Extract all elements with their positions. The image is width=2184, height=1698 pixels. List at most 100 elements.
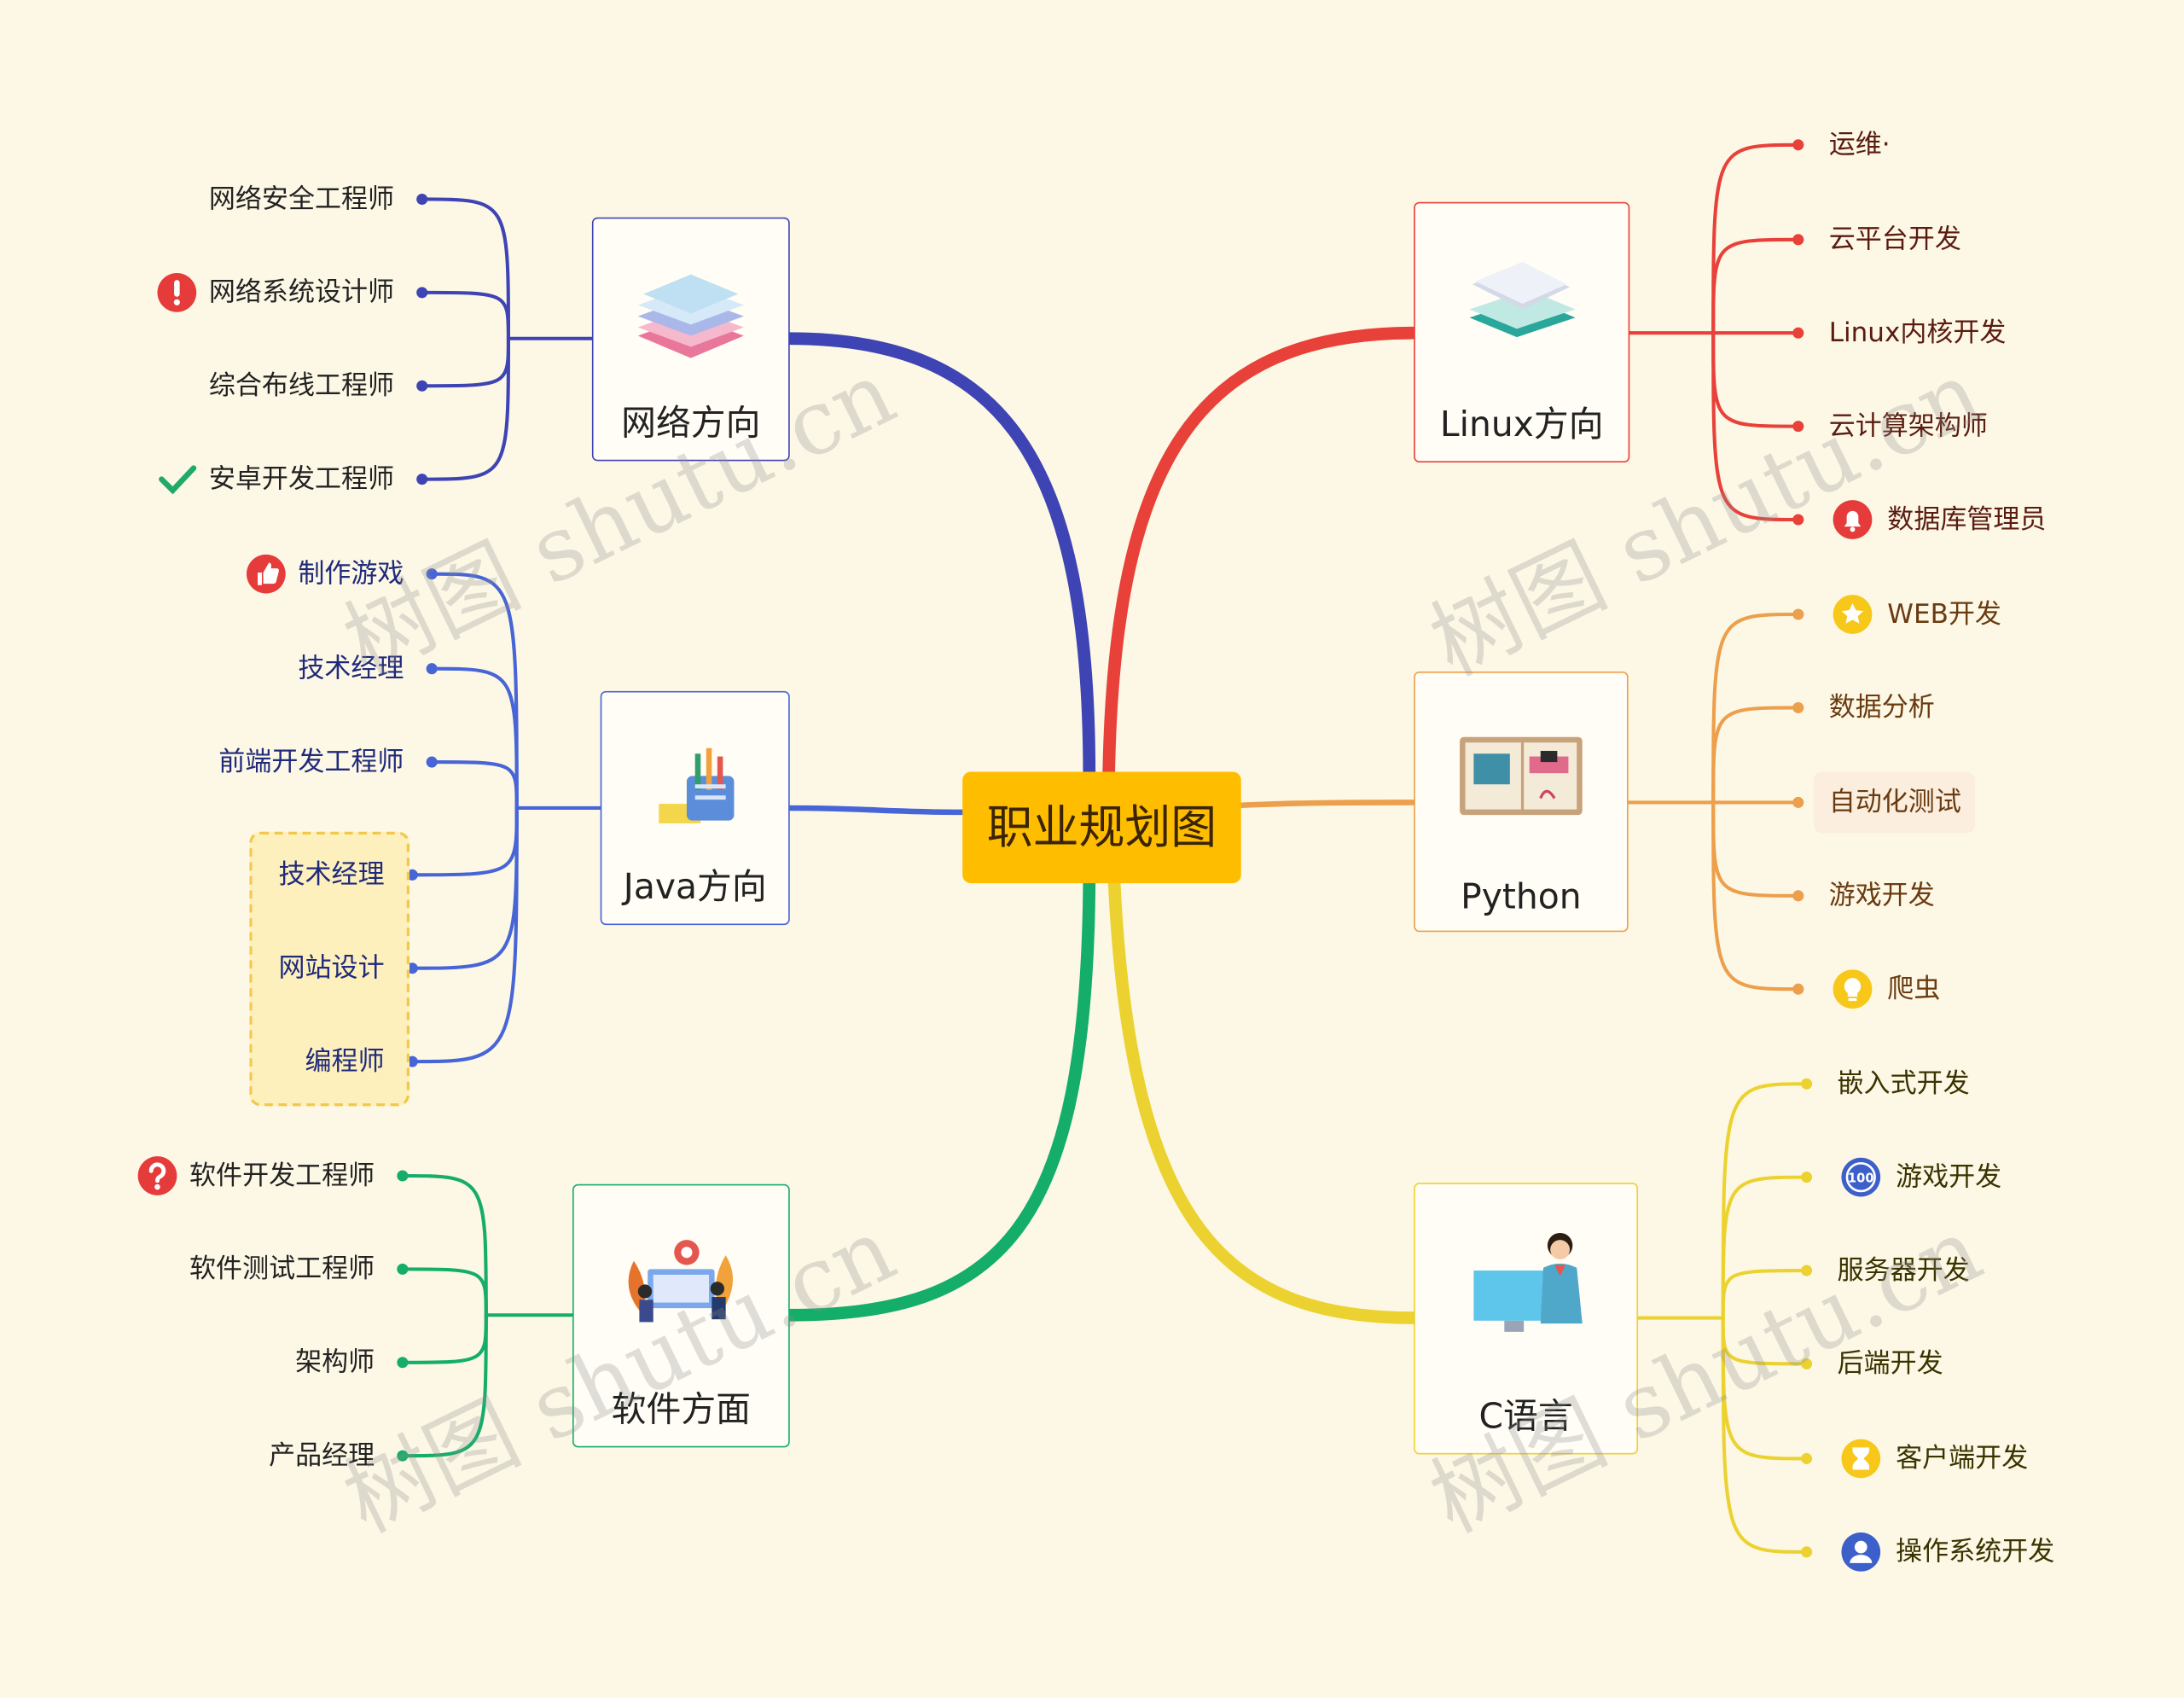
branch-label: 软件方面 (611, 1388, 752, 1430)
branch-connector-network (783, 332, 1096, 782)
leaf-c-1[interactable]: 游戏开发 (1896, 1161, 2002, 1193)
branch-software[interactable]: 软件方面 (572, 1183, 790, 1448)
bulb-icon (1833, 969, 1873, 1009)
branch-label: Python (1461, 875, 1582, 917)
leaf-linux-1[interactable]: 云平台开发 (1828, 224, 1961, 255)
leaf-dot (1801, 1452, 1813, 1464)
user-icon (1841, 1532, 1881, 1572)
leaf-connector-java (410, 805, 519, 877)
leaf-dot (1792, 608, 1804, 620)
badge-100-icon: 100 (1841, 1157, 1881, 1197)
leaf-c-3[interactable]: 后端开发 (1837, 1348, 1943, 1380)
leaf-connector-java (410, 805, 519, 1064)
branch-java[interactable]: Java方向 (600, 690, 790, 926)
leaf-dot (1792, 234, 1804, 246)
branch-python[interactable]: Python (1414, 671, 1629, 933)
branch-label: C语言 (1478, 1395, 1573, 1437)
leaf-c-5[interactable]: 操作系统开发 (1896, 1536, 2055, 1567)
leaf-dot (1792, 890, 1804, 902)
branch-network[interactable]: 网络方向 (591, 217, 790, 462)
leaf-software-1[interactable]: 软件测试工程师 (189, 1253, 375, 1285)
leaf-dot (1792, 139, 1804, 151)
leaf-connector-software (400, 1313, 488, 1458)
leaf-dot (1801, 1546, 1813, 1558)
leaf-dot (416, 380, 428, 392)
central-topic[interactable]: 职业规划图 (962, 771, 1241, 884)
leaf-c-0[interactable]: 嵌入式开发 (1837, 1068, 1970, 1100)
leaf-dot (1792, 514, 1804, 526)
desk-icon (1460, 736, 1583, 816)
leaf-connector-python (1711, 706, 1800, 805)
star-icon (1833, 595, 1873, 634)
leaf-java-2[interactable]: 前端开发工程师 (218, 747, 404, 778)
leaf-software-0[interactable]: 软件开发工程师 (189, 1160, 375, 1191)
stationery-icon (659, 747, 735, 823)
leaf-python-0[interactable]: WEB开发 (1887, 599, 2001, 630)
leaf-connector-c (1721, 1316, 1809, 1554)
leaf-linux-4[interactable]: 数据库管理员 (1887, 504, 2047, 535)
branch-linux[interactable]: Linux方向 (1414, 201, 1630, 463)
leaf-dot (426, 663, 438, 675)
leaf-highlight (1813, 771, 1976, 834)
leaf-connector-software (400, 1313, 488, 1364)
leaf-python-1[interactable]: 数据分析 (1828, 692, 1935, 724)
leaf-software-2[interactable]: 架构师 (295, 1346, 375, 1378)
leaf-dot (1801, 1358, 1813, 1369)
leaf-connector-network (420, 336, 510, 388)
leaf-connector-software (400, 1267, 488, 1317)
leaf-connector-software (400, 1173, 488, 1317)
branch-connector-software (783, 876, 1096, 1322)
leaf-python-3[interactable]: 游戏开发 (1828, 880, 1935, 911)
leaf-dot (416, 193, 428, 206)
leaf-connector-c (1721, 1268, 1809, 1320)
thumbs-up-icon (246, 554, 286, 594)
leaf-linux-2[interactable]: Linux内核开发 (1828, 317, 2007, 349)
leaf-software-3[interactable]: 产品经理 (269, 1440, 375, 1472)
leaf-connector-linux (1711, 237, 1800, 335)
branch-label: Linux方向 (1439, 404, 1604, 445)
leaf-network-2[interactable]: 综合布线工程师 (208, 370, 395, 402)
leaf-c-2[interactable]: 服务器开发 (1837, 1255, 1970, 1286)
leaf-dot (416, 474, 428, 486)
svg-text:100: 100 (1848, 1171, 1874, 1185)
leaf-connector-network (420, 290, 510, 340)
leaf-dot (1792, 327, 1804, 339)
bell-icon (1833, 500, 1873, 539)
leaf-dot (1792, 701, 1804, 713)
leaf-dot (1801, 1172, 1813, 1183)
leaf-network-1[interactable]: 网络系统设计师 (208, 276, 395, 308)
leaf-java-4[interactable]: 网站设计 (278, 952, 385, 984)
leaf-dot (426, 756, 438, 768)
leaf-dot (397, 1170, 409, 1182)
leaf-dot (426, 568, 438, 580)
leaf-python-2[interactable]: 自动化测试 (1828, 787, 1961, 818)
leaf-connector-java (430, 760, 519, 811)
leaf-connector-java (410, 805, 519, 970)
branch-connector-python (1238, 800, 1417, 808)
leaf-java-1[interactable]: 技术经理 (298, 653, 404, 684)
leaf-network-3[interactable]: 安卓开发工程师 (208, 463, 395, 495)
notebook-icon (1468, 261, 1575, 338)
leaf-dot (1801, 1265, 1813, 1276)
teacher-icon (1472, 1232, 1582, 1332)
central-topic-label: 职业规划图 (986, 800, 1217, 854)
leaf-linux-3[interactable]: 云计算架构师 (1828, 410, 1988, 442)
leaf-java-5[interactable]: 编程师 (305, 1046, 385, 1078)
leaf-java-0[interactable]: 制作游戏 (298, 558, 404, 590)
leaf-network-0[interactable]: 网络安全工程师 (208, 183, 395, 215)
leaf-java-3[interactable]: 技术经理 (278, 859, 385, 891)
leaf-connector-python (1711, 800, 1800, 991)
branch-label: Java方向 (623, 866, 767, 907)
leaf-connector-python (1711, 800, 1800, 898)
leaf-dot (416, 287, 428, 299)
branch-connector-java (787, 805, 966, 816)
branch-c[interactable]: C语言 (1414, 1183, 1639, 1455)
leaf-dot (397, 1263, 409, 1275)
check-icon (159, 465, 197, 495)
leaf-linux-0[interactable]: 运维· (1828, 129, 1891, 160)
leaf-python-4[interactable]: 爬虫 (1887, 974, 1941, 1005)
leaf-c-4[interactable]: 客户端开发 (1896, 1443, 2029, 1474)
leaf-connector-c (1721, 1175, 1809, 1320)
leaf-dot (1792, 983, 1804, 995)
leaf-dot (1792, 421, 1804, 433)
